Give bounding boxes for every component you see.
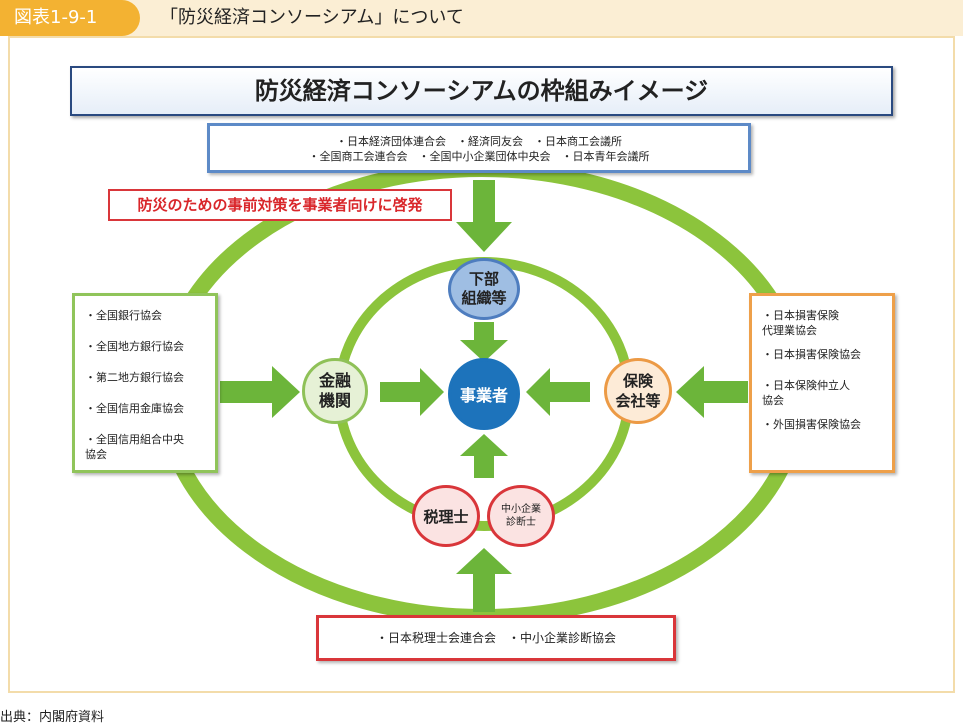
node-insurance-companies: 保険 会社等 <box>604 358 672 424</box>
arrow-finance-in <box>380 368 444 416</box>
list-item: ・第二地方銀行協会 <box>85 371 184 384</box>
arrow-bottom-up <box>456 548 512 612</box>
top-orgs-line1: ・日本経済団体連合会 ・経済同友会 ・日本商工会議所 <box>336 135 622 148</box>
awareness-note: 防災のための事前対策を事業者向けに啓発 <box>108 189 452 221</box>
list-item: ・全国信用金庫協会 <box>85 402 184 415</box>
list-item: ・全国信用組合中央 協会 <box>85 433 184 461</box>
node-business-operators: 事業者 <box>448 358 520 430</box>
list-item: ・全国地方銀行協会 <box>85 340 184 353</box>
arrow-sub-down <box>460 322 508 362</box>
arrow-top-down <box>456 180 512 252</box>
arrow-left-in <box>220 366 300 418</box>
node-tax-accountants: 税理士 <box>412 485 480 547</box>
arrow-tax-up <box>460 434 508 478</box>
header-bar: 図表1-9-1 「防災経済コンソーシアム」について <box>0 0 963 36</box>
top-orgs-line2: ・全国商工会連合会 ・全国中小企業団体中央会 ・日本青年会議所 <box>308 150 650 163</box>
node-subsidiary-orgs: 下部 組織等 <box>448 258 520 320</box>
source-note: 出典：内閣府資料 <box>0 710 105 725</box>
list-item: ・日本損害保険 代理業協会 <box>762 309 839 337</box>
node-sme-consultants: 中小企業 診断士 <box>487 485 555 547</box>
figure-title: 「防災経済コンソーシアム」について <box>160 7 464 28</box>
top-organizations-box: ・日本経済団体連合会 ・経済同友会 ・日本商工会議所 ・全国商工会連合会 ・全国… <box>207 123 751 173</box>
figure-number-badge: 図表1-9-1 <box>0 0 140 36</box>
arrow-insurance-in <box>526 368 590 416</box>
main-title: 防災経済コンソーシアムの枠組みイメージ <box>70 66 893 116</box>
insurance-associations-box: ・日本損害保険 代理業協会 ・日本損害保険協会 ・日本保険仲立人 協会 ・外国損… <box>749 293 895 473</box>
arrow-right-in <box>676 366 748 418</box>
list-item: ・外国損害保険協会 <box>762 418 861 431</box>
list-item: ・全国銀行協会 <box>85 309 162 322</box>
advisor-associations-box: ・日本税理士会連合会 ・中小企業診断協会 <box>316 615 676 661</box>
list-item: ・日本保険仲立人 協会 <box>762 379 850 407</box>
node-financial-institutions: 金融 機関 <box>302 358 368 424</box>
list-item: ・日本損害保険協会 <box>762 348 861 361</box>
financial-associations-box: ・全国銀行協会 ・全国地方銀行協会 ・第二地方銀行協会 ・全国信用金庫協会 ・全… <box>72 293 218 473</box>
